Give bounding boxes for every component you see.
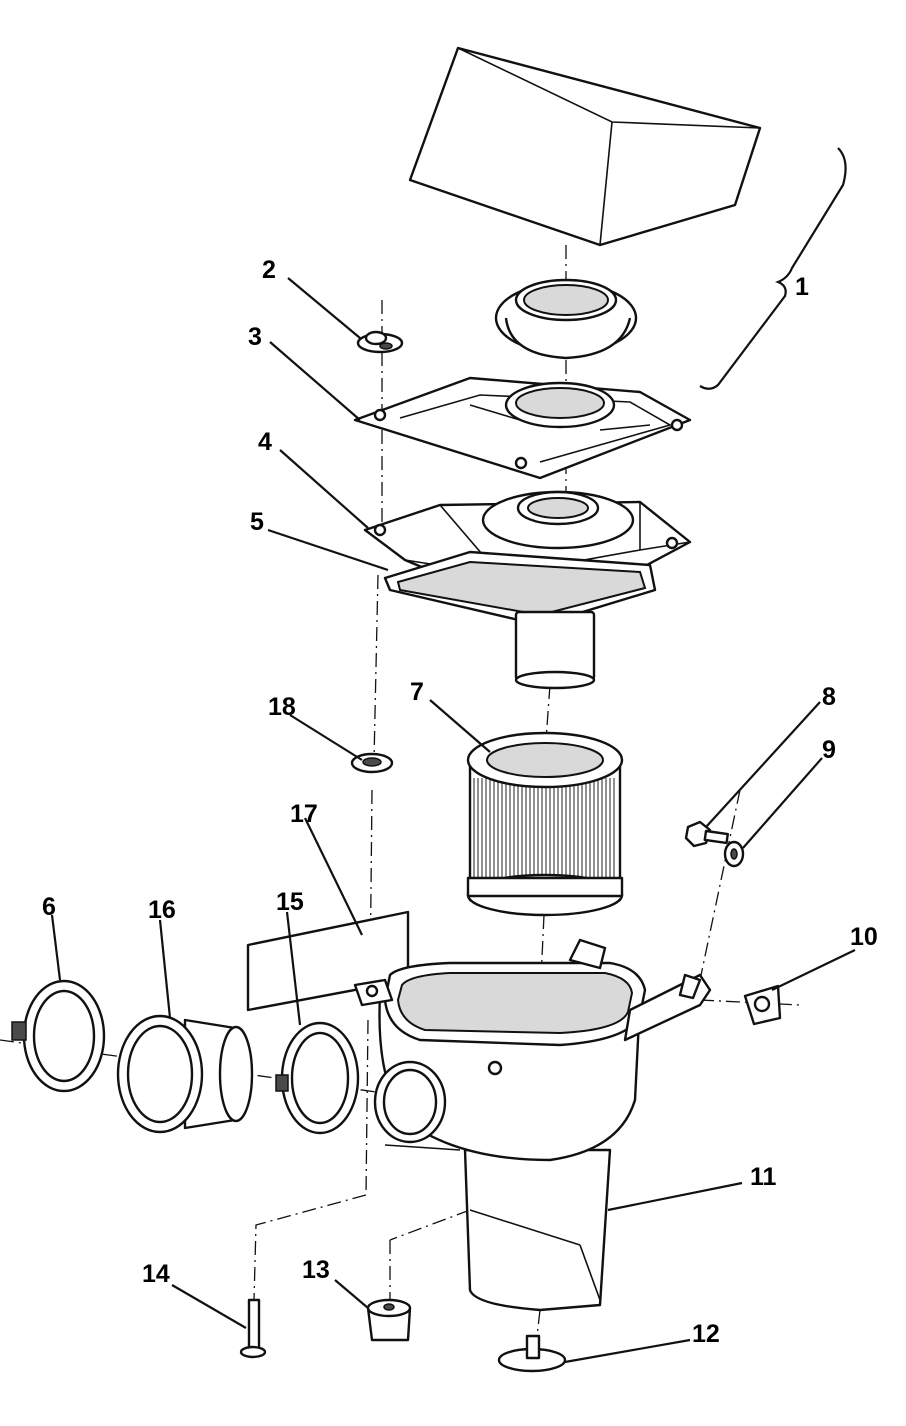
gasket [383,550,657,627]
drain-cap [497,1334,567,1373]
callout-13: 13 [302,1256,330,1284]
callout-18: 18 [268,693,296,721]
callout-6: 6 [42,893,56,921]
callout-labels: 1 2 3 4 5 6 7 8 9 10 11 12 13 14 15 16 1… [42,256,878,1348]
callout-15: 15 [276,888,304,916]
clip-nut [743,984,782,1026]
callout-17: 17 [290,800,318,828]
callout-8: 8 [822,683,836,711]
callout-7: 7 [410,678,424,706]
washer [350,752,394,774]
callout-11: 11 [750,1163,777,1191]
pre-filter-cover [408,46,762,247]
callout-2: 2 [262,256,276,284]
hose-clamp-large [11,979,106,1093]
intake-boot [116,1014,254,1134]
callout-14: 14 [142,1260,170,1288]
cover-plate [353,376,692,480]
screw [239,1298,267,1359]
air-box-body [353,938,712,1312]
bolt-washer [723,840,745,868]
bolt [684,820,729,848]
filter-pleats [473,778,615,880]
grommet [366,1298,412,1342]
air-filter-element [466,731,624,917]
callout-3: 3 [248,323,262,351]
wing-nut [356,330,404,354]
callout-12: 12 [692,1320,720,1348]
outlet-tube [514,610,596,690]
callout-10: 10 [850,923,878,951]
callout-5: 5 [250,508,264,536]
hose-clamp-small [275,1021,360,1135]
part-1-bracket [699,147,847,390]
callout-1: 1 [795,273,809,301]
callout-9: 9 [822,736,836,764]
leader-lines [50,277,856,1364]
callout-4: 4 [258,428,272,456]
callout-16: 16 [148,896,176,924]
intake-bell-ring [494,278,638,360]
